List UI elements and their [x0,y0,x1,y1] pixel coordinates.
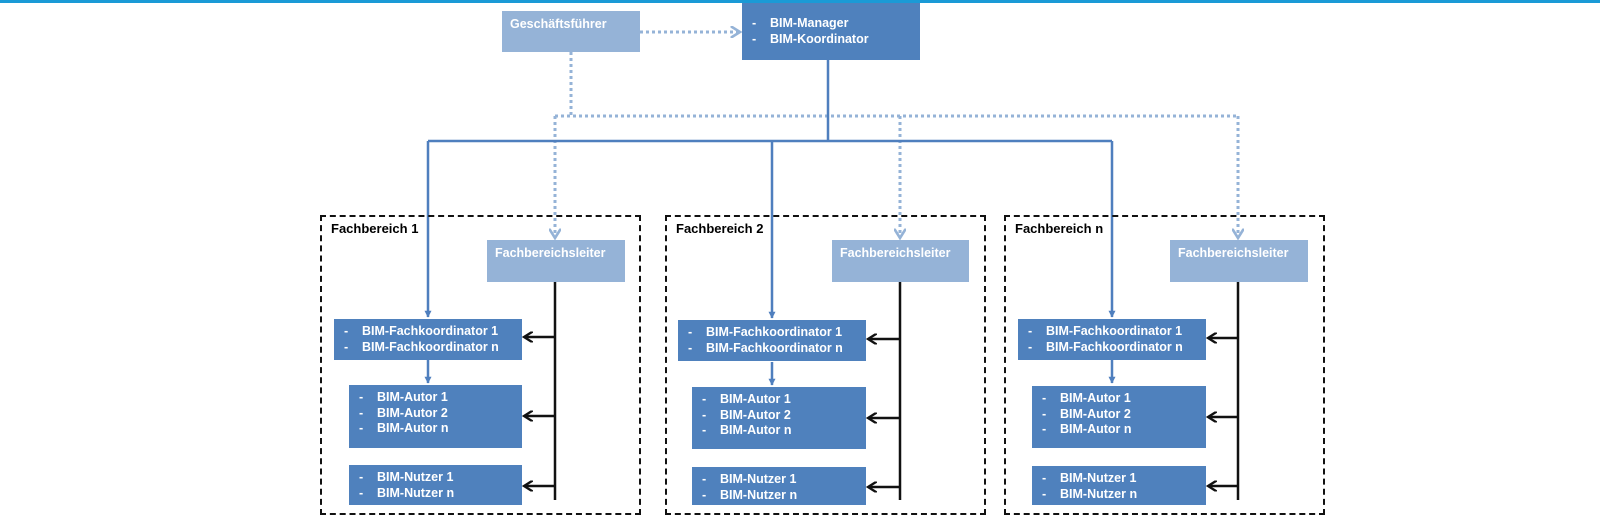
dotted-reporting-lines [555,32,1238,238]
leiter-lines [524,282,1240,500]
fachbereichsleiter-label: Fachbereichsleiter [1178,246,1289,260]
list-item: -BIM-Nutzer 1 [702,472,797,486]
autor-box-2: -BIM-Autor 1 -BIM-Autor 2 -BIM-Autor n [692,387,866,449]
list-item: -BIM-Autor 1 [359,390,448,404]
top-accent-bar [0,0,1600,3]
fachbereichsleiter-box-n: Fachbereichsleiter [1170,240,1308,282]
list-item: -BIM-Autor n [702,423,792,437]
list-item: -BIM-Autor 2 [359,405,448,420]
fachbereichsleiter-label: Fachbereichsleiter [495,246,606,260]
fachkoordinator-box-1: -BIM-Fachkoordinator 1 -BIM-Fachkoordina… [334,319,522,360]
fachbereichsleiter-box-1: Fachbereichsleiter [487,240,625,282]
list-item: -BIM-Nutzer n [1042,486,1138,501]
list-item: -BIM-Fachkoordinator n [1028,339,1183,354]
list-item: -BIM-Fachkoordinator 1 [344,324,499,338]
department-title: Fachbereich n [1015,221,1104,236]
list-item: -BIM-Autor 2 [1042,406,1131,421]
connector-lines [424,0,1600,500]
bim-koordinator-item: -BIM-Koordinator [752,31,869,46]
nutzer-box-1: -BIM-Nutzer 1 -BIM-Nutzer n [349,465,522,505]
fachkoordinator-box-n: -BIM-Fachkoordinator 1 -BIM-Fachkoordina… [1018,319,1206,360]
list-item: -BIM-Fachkoordinator 1 [1028,324,1183,338]
list-item: -BIM-Autor n [359,421,449,435]
autor-box-1: -BIM-Autor 1 -BIM-Autor 2 -BIM-Autor n [349,385,522,448]
list-item: -BIM-Autor 1 [1042,391,1131,405]
geschaeftsfuehrer-box: Geschäftsführer [502,11,640,52]
list-item: -BIM-Autor 1 [702,392,791,406]
list-item: -BIM-Fachkoordinator n [344,339,499,354]
bim-manager-item: -BIM-Manager [752,16,849,30]
bim-manager-box: -BIM-Manager -BIM-Koordinator [742,3,920,60]
geschaeftsfuehrer-label: Geschäftsführer [510,17,607,31]
list-item: -BIM-Fachkoordinator 1 [688,325,843,339]
nutzer-box-2: -BIM-Nutzer 1 -BIM-Nutzer n [692,467,866,505]
list-item: -BIM-Nutzer n [702,487,798,502]
department-title: Fachbereich 1 [331,221,419,236]
list-item: -BIM-Nutzer n [359,485,455,500]
list-item: -BIM-Fachkoordinator n [688,340,843,355]
fachkoordinator-box-2: -BIM-Fachkoordinator 1 -BIM-Fachkoordina… [678,320,866,361]
autor-box-n: -BIM-Autor 1 -BIM-Autor 2 -BIM-Autor n [1032,386,1206,448]
fachbereichsleiter-box-2: Fachbereichsleiter [832,240,969,282]
list-item: -BIM-Nutzer 1 [1042,471,1137,485]
department-title: Fachbereich 2 [676,221,764,236]
list-item: -BIM-Nutzer 1 [359,470,454,484]
list-item: -BIM-Autor n [1042,422,1132,436]
fachbereichsleiter-label: Fachbereichsleiter [840,246,951,260]
nutzer-box-n: -BIM-Nutzer 1 -BIM-Nutzer n [1032,466,1206,505]
list-item: -BIM-Autor 2 [702,407,791,422]
solid-command-lines [424,60,1116,386]
